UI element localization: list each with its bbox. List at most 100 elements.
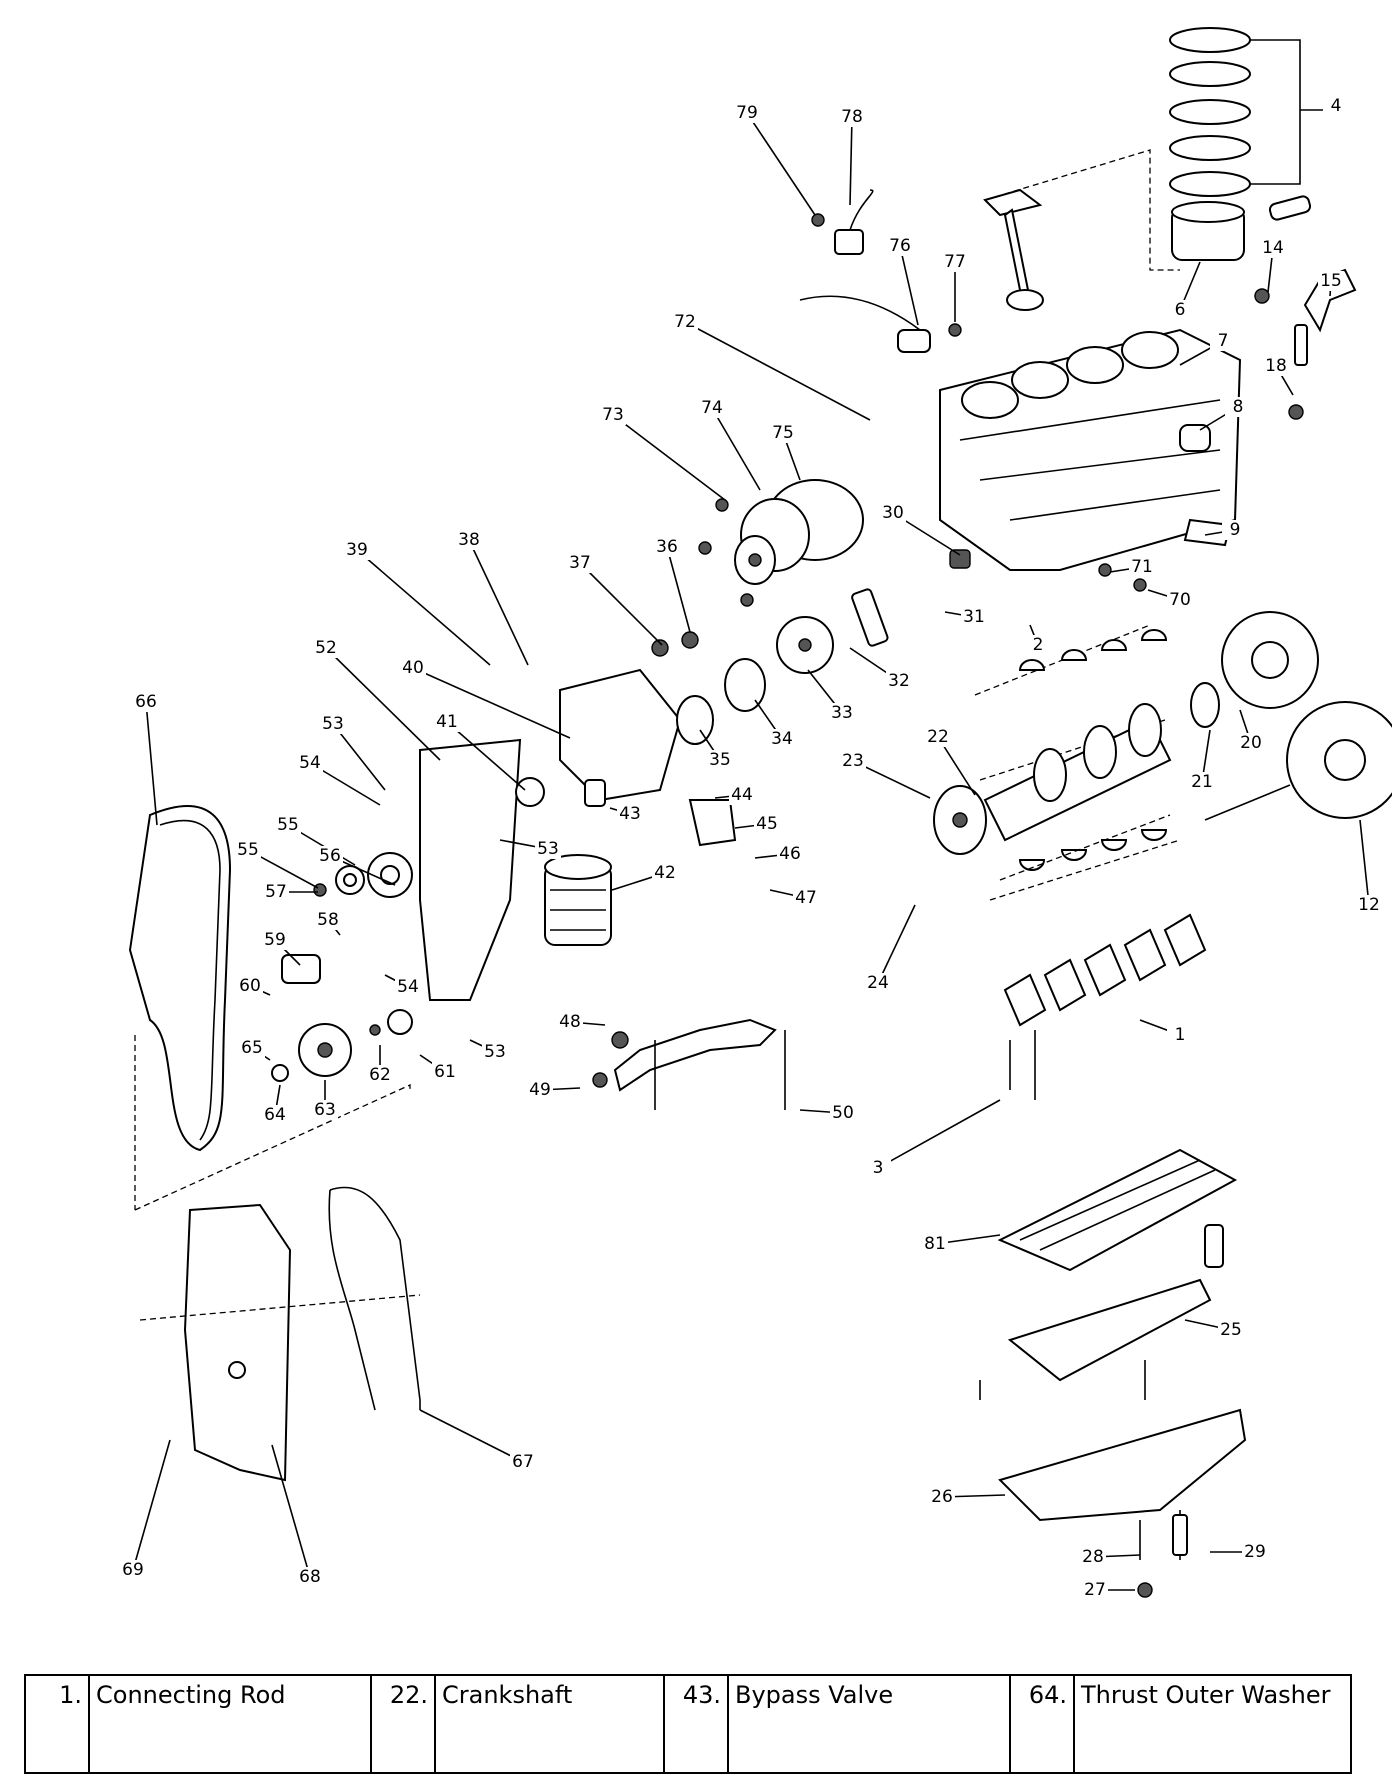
connecting-rod-upper <box>983 149 1180 311</box>
callout-number-background <box>777 844 803 864</box>
callout-leader-line <box>332 723 386 791</box>
legend-part-name: Thrust Outer Washer <box>1073 1674 1352 1774</box>
legend-number: 43. <box>663 1674 729 1774</box>
idler-pulleys <box>698 479 864 607</box>
callout-leader-line <box>446 721 526 791</box>
callout-number: 50 <box>832 1103 854 1123</box>
callout-number: 35 <box>709 750 731 770</box>
callout-number: 73 <box>602 405 624 425</box>
callout-number-background <box>510 1452 536 1472</box>
callout-number: 66 <box>135 692 157 712</box>
oil-pan <box>979 1148 1247 1598</box>
callout-number: 70 <box>1169 590 1191 610</box>
callout-number: 37 <box>569 553 591 573</box>
callout-number: 44 <box>731 785 753 805</box>
callout-number-background <box>770 423 796 443</box>
timing-covers <box>134 1035 421 1482</box>
legend-number: 1. <box>24 1674 90 1774</box>
sensors <box>799 189 962 353</box>
piston-rings <box>1169 27 1330 261</box>
parts-legend-table: 1. Connecting Rod 22. Crankshaft 43. Byp… <box>24 1674 1352 1774</box>
exploded-engine-diagram: 1234678912141518202122232425262728293031… <box>122 27 1392 1600</box>
callout-number: 40 <box>402 658 424 678</box>
callout-number-background <box>840 751 866 771</box>
callout-number-background <box>1242 1542 1268 1562</box>
timing-belt <box>128 805 232 1152</box>
callout-number: 3 <box>873 1158 884 1178</box>
legend-row: 1. Connecting Rod 22. Crankshaft 43. Byp… <box>24 1674 1352 1774</box>
callout-number: 79 <box>736 103 758 123</box>
callout-number-background <box>320 714 346 734</box>
callout-number: 56 <box>319 846 341 866</box>
callout-number: 58 <box>317 910 339 930</box>
callout-leader-line <box>1359 819 1370 906</box>
callout-number: 55 <box>237 840 259 860</box>
callout-number-background <box>482 1042 508 1062</box>
callout-number-background <box>734 103 760 123</box>
callout-number: 32 <box>888 671 910 691</box>
callout-number-background <box>887 236 913 256</box>
callout-number-background <box>527 1080 553 1100</box>
callout-number-background <box>1025 635 1051 655</box>
callout-number-background <box>707 750 733 770</box>
callout-number: 43 <box>619 804 641 824</box>
callout-number-background <box>793 888 819 908</box>
callout-number: 30 <box>882 503 904 523</box>
callout-number-background <box>830 1103 856 1123</box>
callout-number-background <box>1263 356 1289 376</box>
callout-leader-line <box>412 667 571 739</box>
callout-number-background <box>1167 300 1193 320</box>
callout-leader-line <box>746 112 816 216</box>
callout-number: 6 <box>1175 300 1186 320</box>
callout-number: 67 <box>512 1452 534 1472</box>
callout-number: 77 <box>944 252 966 272</box>
engine-block <box>939 328 1242 571</box>
callout-leader-line <box>877 904 916 984</box>
callout-number-background <box>456 530 482 550</box>
callout-number-background <box>929 1487 955 1507</box>
oil-pump <box>559 616 834 847</box>
callout-number: 38 <box>458 530 480 550</box>
callout-number: 4 <box>1331 96 1342 116</box>
legend-number: 22. <box>370 1674 436 1774</box>
legend-part-name: Crankshaft <box>434 1674 665 1774</box>
callout-number-background <box>600 405 626 425</box>
callout-number: 2 <box>1033 635 1044 655</box>
callout-number: 27 <box>1084 1580 1106 1600</box>
callout-number: 48 <box>559 1012 581 1032</box>
callout-number-background <box>1318 271 1344 291</box>
callout-number-background <box>1082 1580 1108 1600</box>
callout-leader-line <box>711 407 761 491</box>
callout-number: 34 <box>771 729 793 749</box>
callout-number-background <box>297 1567 323 1587</box>
callout-number-background <box>133 692 159 712</box>
callout-number-background <box>754 814 780 834</box>
callout-number-background <box>961 607 987 627</box>
callout-number-background <box>922 1234 948 1254</box>
callout-number: 7 <box>1218 331 1229 351</box>
callout-number: 1 <box>1175 1025 1186 1045</box>
callout-number-background <box>1189 772 1215 792</box>
callout-number-background <box>434 712 460 732</box>
callout-number-background <box>315 910 341 930</box>
callout-number-background <box>239 1038 265 1058</box>
callout-number-background <box>886 671 912 691</box>
callout-number: 21 <box>1191 772 1213 792</box>
callout-number: 62 <box>369 1065 391 1085</box>
callout-number: 14 <box>1262 238 1284 258</box>
crankshaft <box>933 682 1220 855</box>
callout-number-background <box>317 846 343 866</box>
callout-number: 20 <box>1240 733 1262 753</box>
callout-number-background <box>1225 397 1251 417</box>
callout-number: 69 <box>122 1560 144 1580</box>
callout-number: 41 <box>436 712 458 732</box>
callout-number: 45 <box>756 814 778 834</box>
callout-number-background <box>262 930 288 950</box>
callout-number-background <box>1222 520 1248 540</box>
callout-number: 39 <box>346 540 368 560</box>
callout-number: 60 <box>239 976 261 996</box>
callout-number-background <box>344 540 370 560</box>
callout-number: 31 <box>963 607 985 627</box>
callout-leader-line <box>271 1444 311 1578</box>
callout-number-background <box>262 1105 288 1125</box>
